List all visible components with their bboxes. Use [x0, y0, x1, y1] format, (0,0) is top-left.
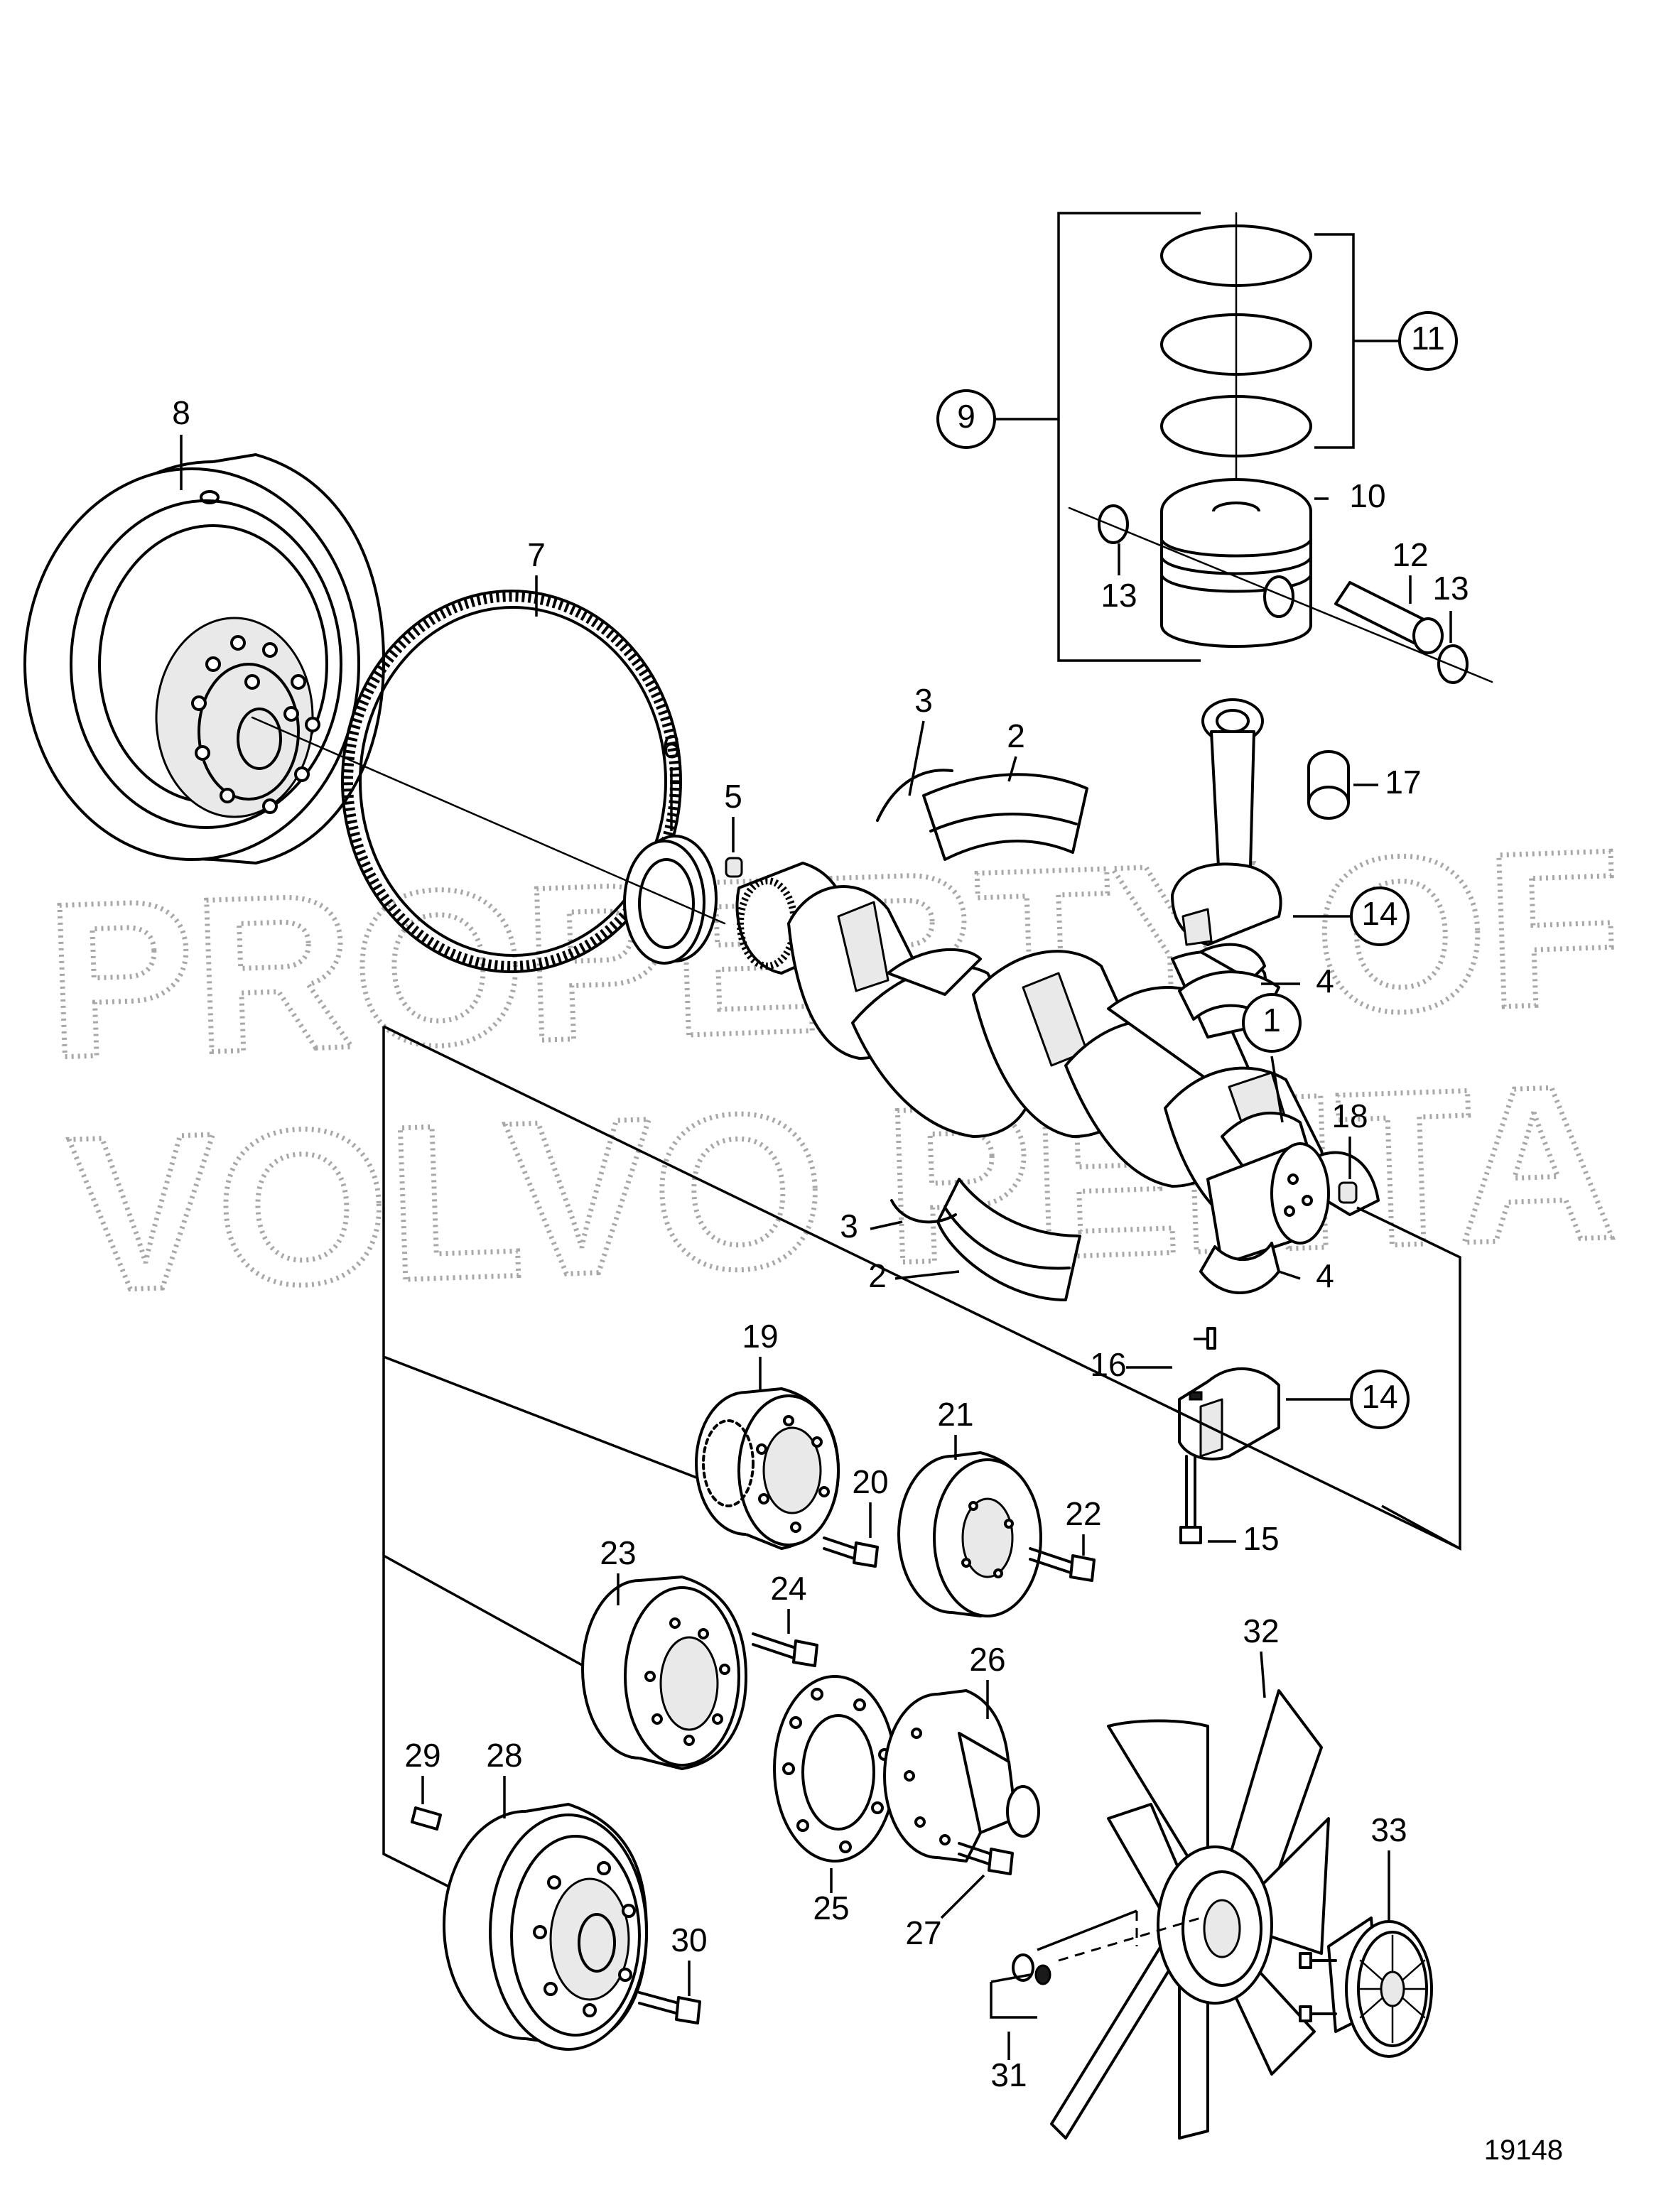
bolt-27 — [958, 1842, 1014, 1875]
figure-number: 19148 — [1484, 2135, 1563, 2166]
watermark: PROPERTY OF VOLVO PENTA — [40, 801, 1628, 1340]
connecting-rod — [1171, 698, 1282, 946]
callout-26: 26 — [969, 1641, 1005, 1678]
front-assembly-brackets — [382, 1025, 1461, 1891]
callout-9: 9 — [957, 398, 975, 435]
spacer-plate-25 — [773, 1675, 897, 1863]
callout-3-lower: 3 — [840, 1208, 858, 1245]
circlip-left — [1098, 504, 1129, 544]
pin-29 — [411, 1806, 442, 1831]
callout-33: 33 — [1370, 1811, 1407, 1848]
callout-circle-9 — [936, 389, 996, 449]
callout-4-upper: 4 — [1316, 963, 1334, 999]
callout-13-left: 13 — [1101, 577, 1137, 614]
bolt-20 — [823, 1536, 879, 1568]
connecting-rod-bushing — [1307, 750, 1350, 820]
thrust-washer-lower — [890, 1199, 957, 1224]
circlip-right — [1437, 644, 1469, 684]
assembly-axis-line — [251, 716, 726, 925]
callout-15: 15 — [1243, 1520, 1279, 1557]
callout-14-upper: 14 — [1361, 895, 1397, 932]
callout-18: 18 — [1331, 1097, 1368, 1134]
callout-22: 22 — [1065, 1495, 1101, 1532]
callout-23: 23 — [600, 1534, 636, 1571]
callout-8: 8 — [172, 394, 190, 431]
callout-2-upper: 2 — [1007, 717, 1025, 754]
hub-26 — [883, 1689, 1040, 1863]
callout-28: 28 — [486, 1737, 522, 1774]
fan-coupling-33 — [1299, 1916, 1433, 2058]
callout-24: 24 — [770, 1570, 806, 1607]
callout-19: 19 — [742, 1318, 778, 1355]
callout-1: 1 — [1262, 1002, 1281, 1039]
callout-25: 25 — [813, 1890, 849, 1926]
thrust-washer-upper — [876, 769, 953, 822]
dowel-pin-18 — [1338, 1181, 1358, 1204]
callout-21: 21 — [937, 1396, 973, 1433]
callout-29: 29 — [404, 1737, 440, 1774]
bolt-24 — [752, 1632, 818, 1667]
piston — [1160, 478, 1312, 648]
fan-nut-31 — [990, 1909, 1201, 2019]
piston-pin — [1334, 581, 1444, 654]
callout-4-lower: 4 — [1316, 1257, 1334, 1294]
callout-circle-1 — [1242, 993, 1302, 1053]
callout-20: 20 — [852, 1463, 888, 1500]
callout-13-right: 13 — [1432, 570, 1469, 607]
callout-circle-11 — [1398, 311, 1458, 371]
bolt-22 — [1029, 1547, 1096, 1582]
leader-lines — [180, 435, 1452, 2060]
dowel-16 — [1206, 1327, 1216, 1350]
pulley-21 — [897, 1451, 1042, 1617]
piston-pin-axis — [1068, 506, 1493, 683]
callout-6: 6 — [662, 728, 681, 765]
callout-17: 17 — [1385, 764, 1421, 801]
crankshaft — [735, 862, 1380, 1266]
callout-16: 16 — [1090, 1346, 1126, 1383]
pulley-23 — [581, 1576, 747, 1770]
main-bearing-upper — [922, 773, 1088, 861]
conrod-cap — [1178, 1367, 1280, 1460]
main-bearing-lower — [936, 1178, 1081, 1301]
callout-30: 30 — [671, 1921, 707, 1958]
callout-27: 27 — [905, 1914, 941, 1951]
callout-31: 31 — [990, 2056, 1027, 2093]
callout-14-lower: 14 — [1361, 1378, 1397, 1415]
piston-bracket-9 — [993, 212, 1201, 662]
piston-rings — [1160, 212, 1312, 513]
dowel-pin-5 — [725, 857, 743, 878]
callout-circle-14-lower — [1350, 1370, 1410, 1429]
bolt-30 — [638, 1991, 701, 2024]
callout-labels: 1 2 2 3 3 4 4 5 6 7 8 9 10 11 12 13 13 1… — [172, 311, 1469, 2093]
callout-5: 5 — [724, 778, 742, 815]
callout-circle-14-upper — [1350, 887, 1410, 946]
pulley-19 — [695, 1387, 840, 1550]
fan-32 — [1050, 1689, 1330, 2140]
oil-seal — [623, 835, 718, 965]
flywheel-bolt-holes — [191, 635, 320, 814]
conrod-bolt — [1179, 1455, 1202, 1544]
piston-ring-bracket-11 — [1314, 233, 1400, 449]
callout-2-lower: 2 — [868, 1257, 887, 1294]
callout-10: 10 — [1349, 477, 1385, 514]
callout-12: 12 — [1392, 536, 1428, 573]
damper-28 — [443, 1803, 648, 2051]
flywheel — [23, 453, 385, 864]
callout-11: 11 — [1411, 320, 1445, 357]
callout-7: 7 — [527, 536, 546, 573]
ring-gear — [341, 590, 682, 973]
callout-3-upper: 3 — [914, 682, 933, 719]
callout-32: 32 — [1243, 1612, 1279, 1649]
